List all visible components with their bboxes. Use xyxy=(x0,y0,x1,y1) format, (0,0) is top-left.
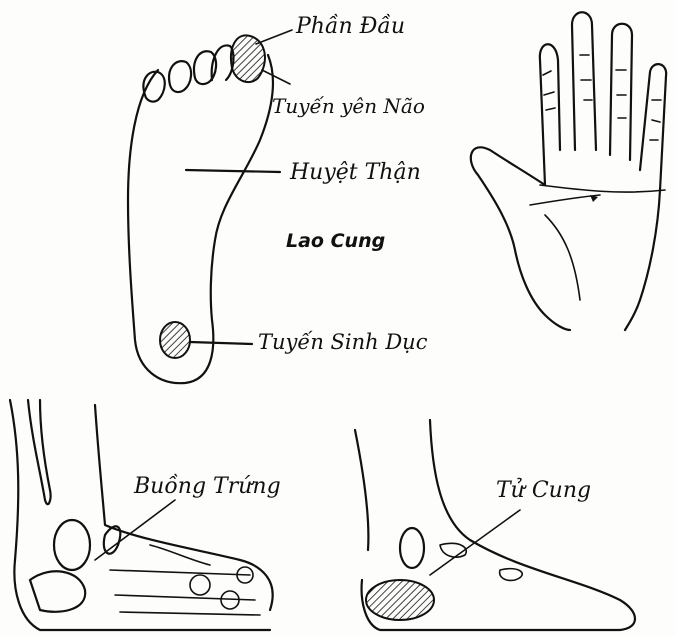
foot-side-right xyxy=(355,420,635,630)
label-huyet-than: Huyệt Thận xyxy=(290,160,421,185)
label-buong-trung: Buồng Trứng xyxy=(134,474,281,499)
label-phan-dau: Phần Đầu xyxy=(296,14,405,39)
label-tu-cung: Tử Cung xyxy=(496,478,591,503)
label-lao-cung: Lao Cung xyxy=(286,230,385,252)
foot-side-left xyxy=(10,400,273,630)
hand xyxy=(471,12,666,330)
label-tuyen-yen-nao: Tuyến yên Não xyxy=(272,94,425,118)
label-tuyen-sinh-duc: Tuyến Sinh Dục xyxy=(258,330,427,354)
